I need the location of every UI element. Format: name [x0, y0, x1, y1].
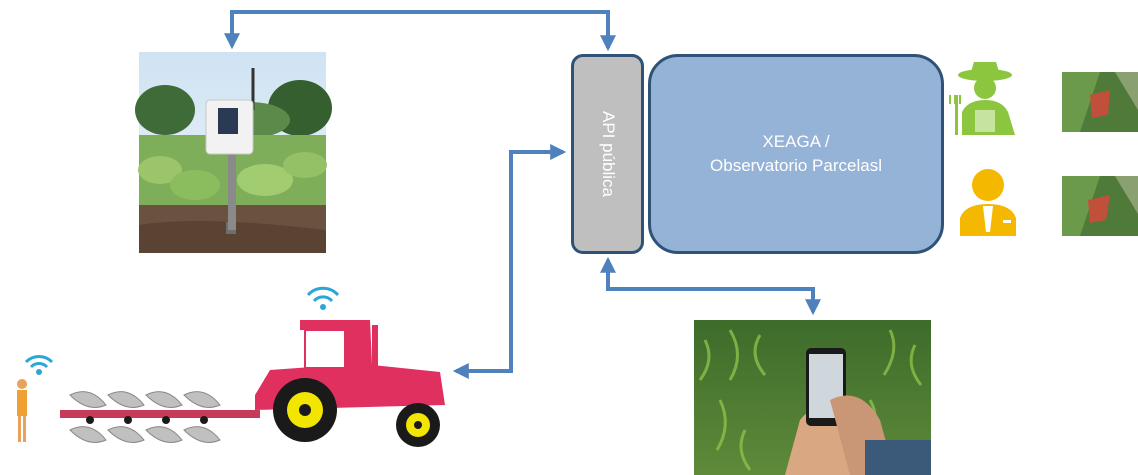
platform-title-line2: Observatorio Parcelasl [710, 156, 882, 175]
platform-title-line1: XEAGA / [762, 132, 830, 151]
api-publica-box: API pública [571, 54, 644, 254]
technician-icon [960, 169, 1016, 236]
sensor-photo [135, 52, 332, 253]
person-wifi-icon [17, 355, 54, 442]
tractor-illustration [17, 286, 445, 447]
farmer-icon [949, 62, 1015, 135]
arrow-sensor-api [224, 10, 616, 52]
xeaga-observatorio-box: XEAGA / Observatorio Parcelasl [648, 54, 944, 254]
arrow-tractor-api [452, 144, 567, 379]
arrow-api-phone [600, 256, 821, 316]
phone-in-field-photo [694, 320, 931, 475]
parcel-map-thumbnail [1062, 176, 1138, 236]
parcel-map-thumbnail [1062, 72, 1138, 132]
